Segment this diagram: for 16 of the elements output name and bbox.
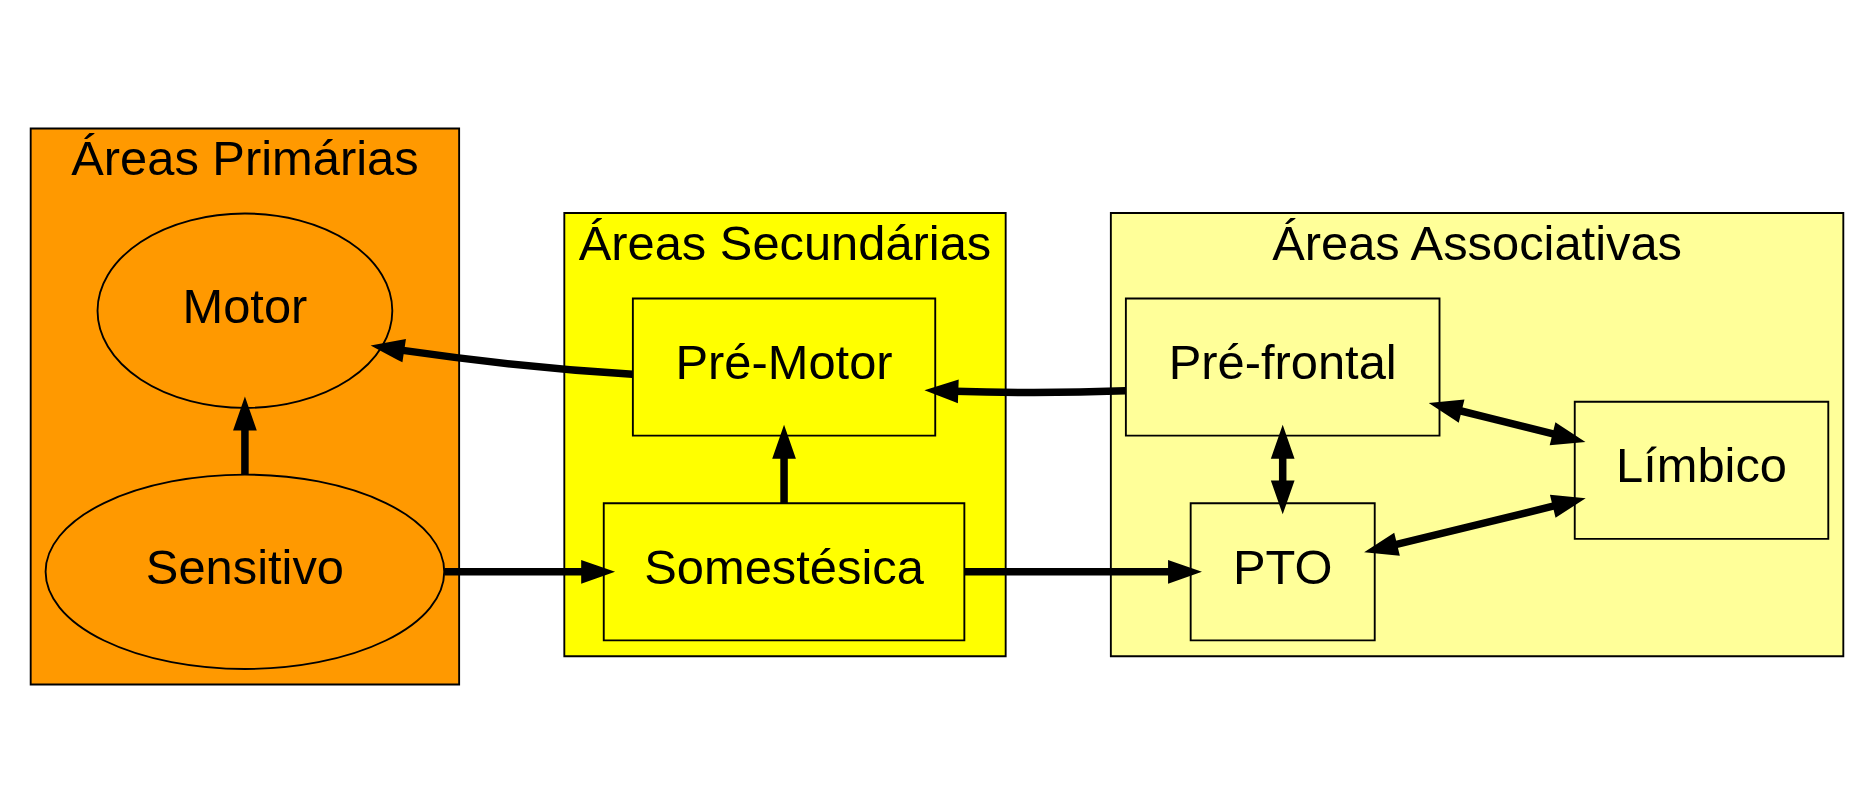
node-box: PTO	[1189, 501, 1376, 641]
arrow	[444, 559, 616, 584]
node-ellipse: Sensitivo	[44, 473, 446, 670]
arrow	[772, 424, 796, 503]
arrow	[370, 338, 633, 378]
arrow	[1270, 424, 1295, 514]
node-box: Pré-frontal	[1124, 297, 1441, 437]
node-box: Pré-Motor	[631, 297, 937, 437]
arrow	[964, 559, 1202, 584]
node-box: Somestésica	[602, 501, 966, 641]
node-box: Límbico	[1573, 400, 1830, 540]
arrow	[233, 396, 257, 474]
arrow	[1364, 494, 1586, 556]
arrow	[924, 379, 1126, 403]
arrow	[1428, 399, 1586, 445]
node-ellipse: Motor	[96, 212, 394, 409]
